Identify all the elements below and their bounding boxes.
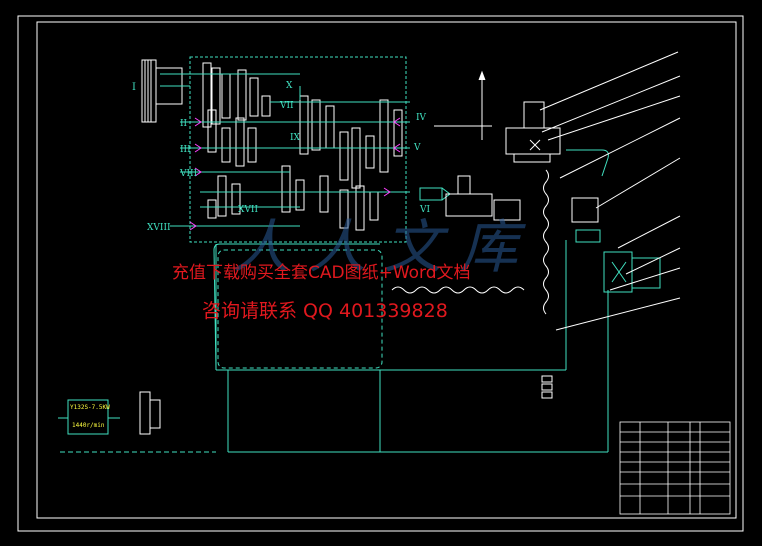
watermark-logo: 人人文库 bbox=[232, 213, 537, 281]
svg-text:VI: VI bbox=[419, 205, 430, 215]
svg-text:I: I bbox=[132, 82, 136, 93]
gearbox-housing bbox=[189, 56, 407, 243]
leader-lines bbox=[539, 51, 681, 331]
axis-marker bbox=[434, 70, 492, 140]
shafts bbox=[160, 73, 410, 227]
svg-text:XVIII: XVIII bbox=[147, 223, 171, 233]
shaft-markers bbox=[189, 117, 401, 231]
watermark-line-1: 充值下载购买全套CAD图纸+Word文档 bbox=[172, 263, 471, 283]
svg-text:VIII: VIII bbox=[179, 169, 198, 179]
input-pulley: I bbox=[132, 59, 183, 123]
shaft-labels: II III VIII XVII XVIII IV V VI X VII IX bbox=[147, 81, 430, 233]
svg-text:IX: IX bbox=[290, 133, 301, 143]
svg-text:IV: IV bbox=[416, 113, 427, 123]
svg-text:VII: VII bbox=[279, 101, 294, 111]
svg-text:III: III bbox=[180, 145, 191, 155]
svg-text:X: X bbox=[286, 81, 293, 91]
motor-model: Y132S-7.5KW bbox=[70, 404, 110, 411]
inner-frame bbox=[36, 21, 737, 519]
motor bbox=[58, 391, 161, 435]
lead-screw-gears bbox=[541, 375, 553, 399]
svg-text:V: V bbox=[413, 143, 421, 153]
motor-speed: 1440r/min bbox=[72, 422, 105, 429]
svg-text:XVII: XVII bbox=[238, 205, 258, 215]
watermark-line-2: 咨询请联系 QQ 401339828 bbox=[202, 300, 448, 322]
outer-frame bbox=[17, 15, 744, 532]
tool-post bbox=[445, 101, 599, 223]
svg-text:II: II bbox=[180, 119, 188, 129]
break-lines bbox=[391, 169, 549, 315]
title-block bbox=[619, 421, 731, 515]
carriage-outline bbox=[566, 149, 661, 293]
